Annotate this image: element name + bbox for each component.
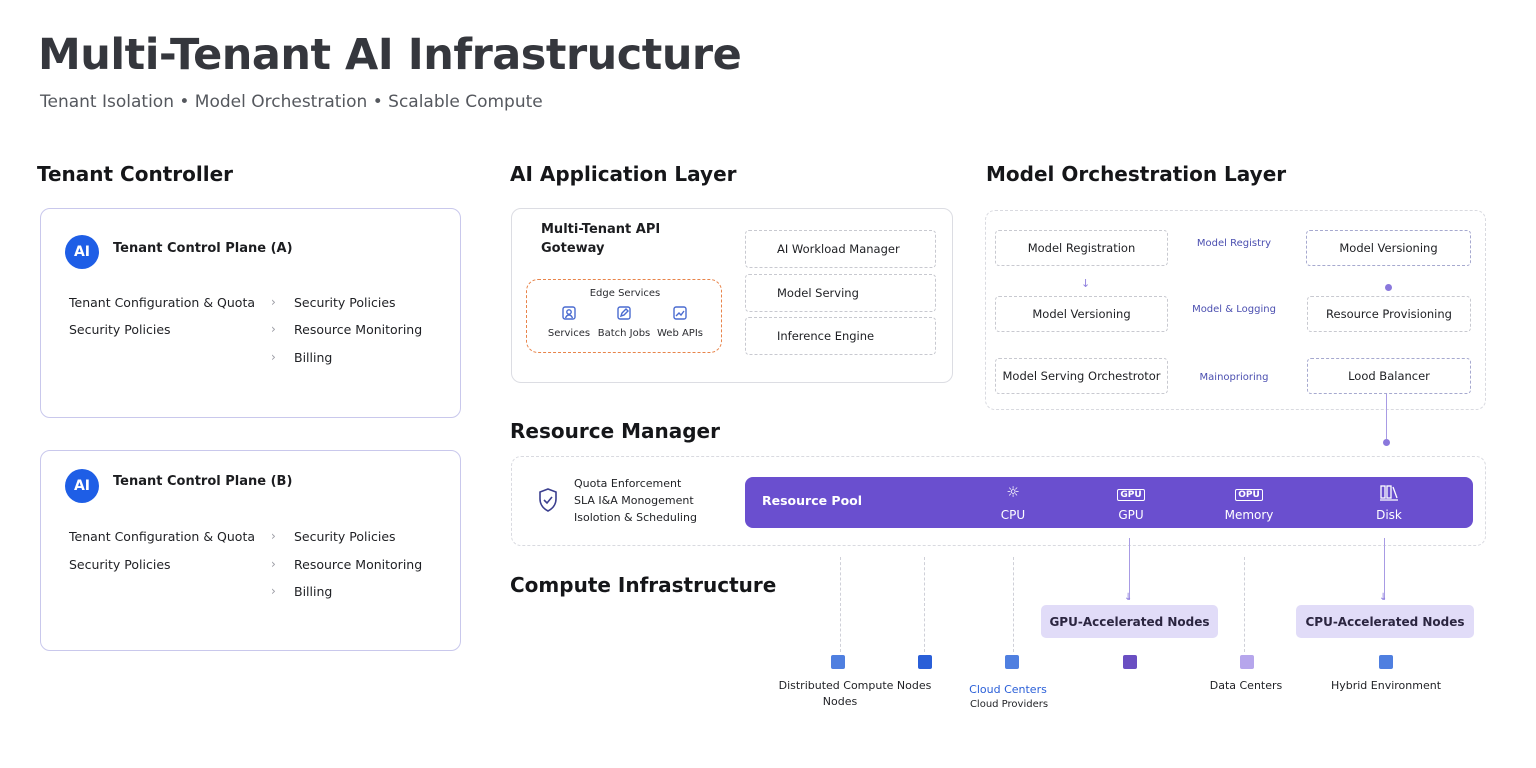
arrow-down-icon: ↓ bbox=[1124, 592, 1133, 603]
chevron-right-icon: › bbox=[271, 295, 276, 309]
page-title: Multi-Tenant AI Infrastructure bbox=[38, 30, 742, 80]
section-title-resource-manager: Resource Manager bbox=[510, 419, 720, 443]
edge-item-services: Services bbox=[547, 328, 591, 339]
chart-icon bbox=[673, 306, 687, 320]
connector-line bbox=[924, 557, 925, 652]
section-title-tenant-controller: Tenant Controller bbox=[37, 162, 234, 186]
api-gateway-title: Multi-Tenant API Goteway bbox=[541, 222, 661, 256]
hybrid-environment-label: Hybrid Environment bbox=[1330, 679, 1442, 692]
tenant-control-plane-b[interactable]: AI Tenant Control Plane (B) Tenant Confi… bbox=[40, 450, 461, 651]
list-item: Security Policies bbox=[69, 322, 171, 337]
connector-line bbox=[840, 557, 841, 652]
connector-line bbox=[1129, 538, 1130, 600]
model-registration-box[interactable]: Model Registration bbox=[995, 230, 1168, 266]
monitoring-label: Mainoprioring bbox=[1199, 372, 1269, 383]
connector-line bbox=[1013, 557, 1014, 652]
model-logging-label: Model & Logging bbox=[1192, 304, 1276, 315]
module-inference-engine[interactable]: Inference Engine bbox=[745, 317, 936, 355]
node-marker-cloud bbox=[1005, 655, 1019, 669]
node-marker-hybrid bbox=[1379, 655, 1393, 669]
nodes-label: Nodes bbox=[822, 695, 858, 708]
gpu-icon: GPU bbox=[1117, 489, 1145, 501]
list-item: Tenant Configuration & Quota bbox=[69, 295, 256, 310]
node-marker-data-centers bbox=[1240, 655, 1254, 669]
connector-dot bbox=[1385, 284, 1392, 291]
arrow-down-icon: ↓ bbox=[1379, 592, 1388, 603]
module-ai-workload-manager[interactable]: AI Workload Manager bbox=[745, 230, 936, 268]
tenant-plane-title: Tenant Control Plane (A) bbox=[113, 241, 293, 256]
resource-gpu-label: GPU bbox=[1118, 508, 1144, 522]
gpu-accelerated-nodes-box[interactable]: GPU-Accelerated Nodes bbox=[1041, 605, 1218, 638]
model-versioning-box[interactable]: Model Versioning bbox=[995, 296, 1168, 332]
node-marker-distributed bbox=[831, 655, 845, 669]
module-model-serving[interactable]: Model Serving bbox=[745, 274, 936, 312]
chevron-right-icon: › bbox=[271, 322, 276, 336]
model-serving-orchestrator-box[interactable]: Model Serving Orchestrotor bbox=[995, 358, 1168, 394]
cloud-providers-label: Cloud Providers bbox=[969, 699, 1049, 710]
edge-services-group[interactable]: Edge Services Services Batch Jobs Web AP… bbox=[526, 279, 722, 353]
ai-badge-icon: AI bbox=[65, 469, 99, 503]
list-item: Billing bbox=[294, 350, 333, 365]
resource-provisioning-box[interactable]: Resource Provisioning bbox=[1307, 296, 1471, 332]
section-title-compute-infrastructure: Compute Infrastructure bbox=[510, 573, 777, 597]
feature-isolation-scheduling: Isolotion & Scheduling bbox=[574, 511, 697, 524]
connector-line bbox=[1384, 538, 1385, 600]
gear-icon: ☼ bbox=[1006, 483, 1020, 501]
list-item: Security Policies bbox=[294, 295, 396, 310]
cpu-accelerated-nodes-box[interactable]: CPU-Accelerated Nodes bbox=[1296, 605, 1474, 638]
feature-quota-enforcement: Quota Enforcement bbox=[574, 477, 682, 490]
edit-icon bbox=[617, 306, 631, 320]
edge-services-label: Edge Services bbox=[589, 288, 661, 299]
model-registry-label: Model Registry bbox=[1196, 238, 1272, 249]
ai-application-layer-panel: Multi-Tenant API Goteway Edge Services S… bbox=[511, 208, 953, 383]
section-title-ai-application-layer: AI Application Layer bbox=[510, 162, 737, 186]
data-centers-label: Data Centers bbox=[1209, 679, 1283, 692]
edge-item-web-apis: Web APIs bbox=[656, 328, 703, 339]
node-marker-distributed-2 bbox=[918, 655, 932, 669]
node-marker-gpu bbox=[1123, 655, 1137, 669]
shield-check-icon bbox=[539, 488, 557, 512]
tenant-control-plane-a[interactable]: AI Tenant Control Plane (A) Tenant Confi… bbox=[40, 208, 461, 418]
ai-badge-icon: AI bbox=[65, 235, 99, 269]
resource-pool-label: Resource Pool bbox=[762, 493, 863, 508]
load-balancer-box[interactable]: Lood Balancer bbox=[1307, 358, 1471, 394]
resource-manager-panel: Quota Enforcement SLA I&A Monogement Iso… bbox=[511, 456, 1486, 546]
feature-sla-management: SLA I&A Monogement bbox=[574, 494, 694, 507]
chevron-right-icon: › bbox=[271, 529, 276, 543]
chevron-right-icon: › bbox=[271, 557, 276, 571]
list-item: Tenant Configuration & Quota bbox=[69, 529, 256, 544]
user-icon bbox=[562, 306, 576, 320]
chevron-right-icon: › bbox=[271, 584, 276, 598]
resource-pool-bar[interactable]: Resource Pool ☼ CPU GPU GPU OPU Memory D… bbox=[745, 477, 1473, 528]
connector-line bbox=[1244, 557, 1245, 652]
disk-icon bbox=[1380, 485, 1398, 501]
edge-item-batch-jobs: Batch Jobs bbox=[597, 328, 651, 339]
model-versioning-box-right[interactable]: Model Versioning bbox=[1306, 230, 1471, 266]
list-item: Security Policies bbox=[294, 529, 396, 544]
resource-disk-label: Disk bbox=[1376, 508, 1402, 522]
resource-memory-label: Memory bbox=[1224, 508, 1274, 522]
arrow-down-icon: ↓ bbox=[1081, 277, 1091, 290]
list-item: Billing bbox=[294, 584, 333, 599]
distributed-compute-label: Distributed Compute Nodes bbox=[778, 679, 932, 692]
tenant-plane-title: Tenant Control Plane (B) bbox=[113, 474, 293, 489]
list-item: Resource Monitoring bbox=[294, 557, 423, 572]
cloud-centers-label: Cloud Centers bbox=[969, 683, 1047, 696]
connector-line bbox=[1386, 394, 1387, 439]
page-subtitle: Tenant Isolation • Model Orchestration •… bbox=[40, 92, 543, 112]
resource-cpu-label: CPU bbox=[1000, 508, 1026, 522]
list-item: Security Policies bbox=[69, 557, 171, 572]
list-item: Resource Monitoring bbox=[294, 322, 423, 337]
connector-dot bbox=[1383, 439, 1390, 446]
model-orchestration-panel: Model Registration Model Versioning Mode… bbox=[985, 210, 1486, 410]
memory-icon: OPU bbox=[1235, 489, 1263, 501]
chevron-right-icon: › bbox=[271, 350, 276, 364]
section-title-model-orchestration: Model Orchestration Layer bbox=[986, 162, 1287, 186]
